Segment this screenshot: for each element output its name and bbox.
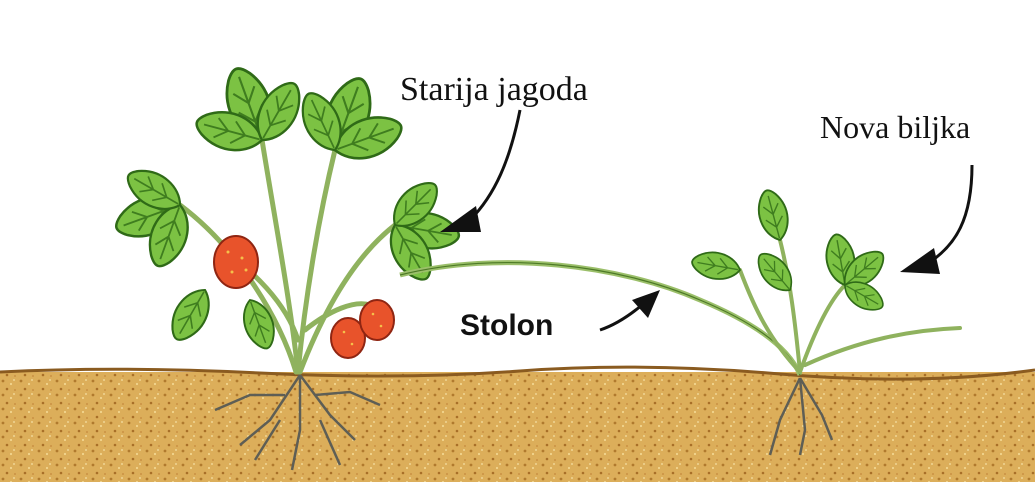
strawberry-fruit-3 — [360, 300, 394, 340]
label-stolon: Stolon — [460, 309, 553, 342]
soil-layer — [0, 372, 1035, 482]
label-new-plant: Nova biljka — [820, 109, 970, 145]
arrow-stolon — [600, 290, 660, 330]
arrow-old-plant — [440, 110, 520, 232]
strawberry-fruit-1 — [214, 236, 258, 288]
arrow-new-plant — [900, 165, 972, 274]
label-old-plant: Starija jagoda — [400, 71, 588, 108]
